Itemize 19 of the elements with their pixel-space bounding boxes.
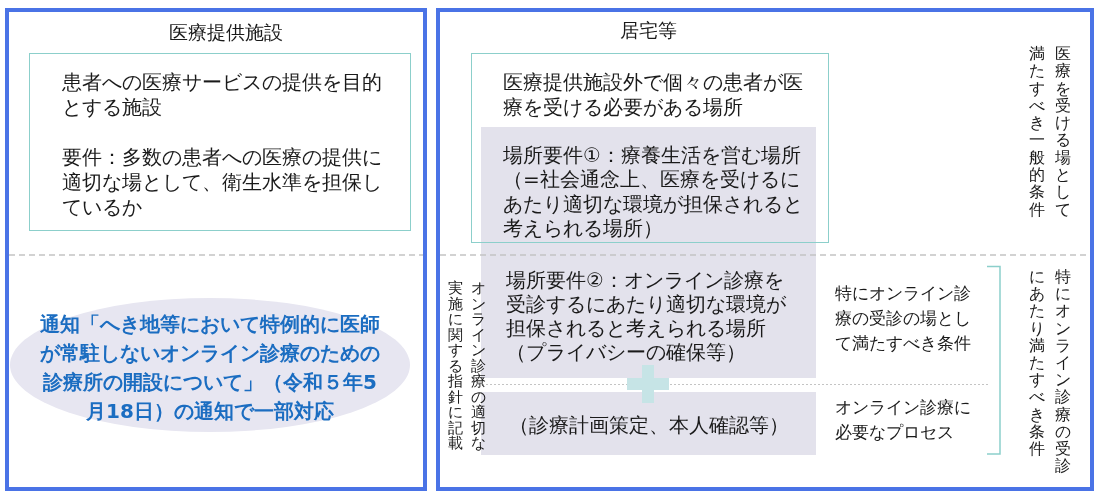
row-label: 特にオンライン診療の受診の場として満たすべき条件: [835, 282, 972, 355]
vertical-label: 特にオンライン診療の受診にあたり満たすべき条件: [1028, 268, 1072, 476]
panel: [5, 8, 427, 491]
box-text: （診療計画策定、本人確認等）: [507, 413, 790, 437]
vertical-label: オンライン診療の適切な実施に関する指針に記載: [447, 281, 486, 453]
box-text: 要件：多数の患者への医療の提供に適切な場として、衛生水準を担保しているか: [61, 144, 383, 220]
box-text: 場所要件②：オンライン診療を受診するにあたり適切な環境が担保されると考えられる場所（プライバシーの確保等）: [506, 268, 787, 364]
outlined-box: [29, 53, 411, 231]
shaded-box: [481, 127, 816, 255]
box-text: 医療提供施設外で個々の患者が医療を受ける必要がある場所: [502, 69, 804, 120]
panel-title: 医療提供施設: [168, 20, 284, 44]
outlined-box: [471, 53, 829, 243]
box-text: 場所要件①：療養生活を営む場所（=社会通念上、医療を受けるにあたり適切な環境が担保されると考えられる場所）: [503, 143, 804, 241]
panel-title: 居宅等: [618, 18, 678, 42]
vertical-label: 医療を受ける場として満たすべき一般的条件: [1028, 45, 1072, 221]
box-text: 患者への医療サービスの提供を目的とする施設: [61, 69, 383, 120]
notice-text: 通知「へき地等において特例的に医師が常駐しないオンライン診療のための診療所の開設について」（令和５年5月18日）の通知で一部対応: [39, 311, 381, 425]
row-label: オンライン診療に必要なプロセス: [835, 396, 972, 444]
panel: [436, 8, 1094, 491]
